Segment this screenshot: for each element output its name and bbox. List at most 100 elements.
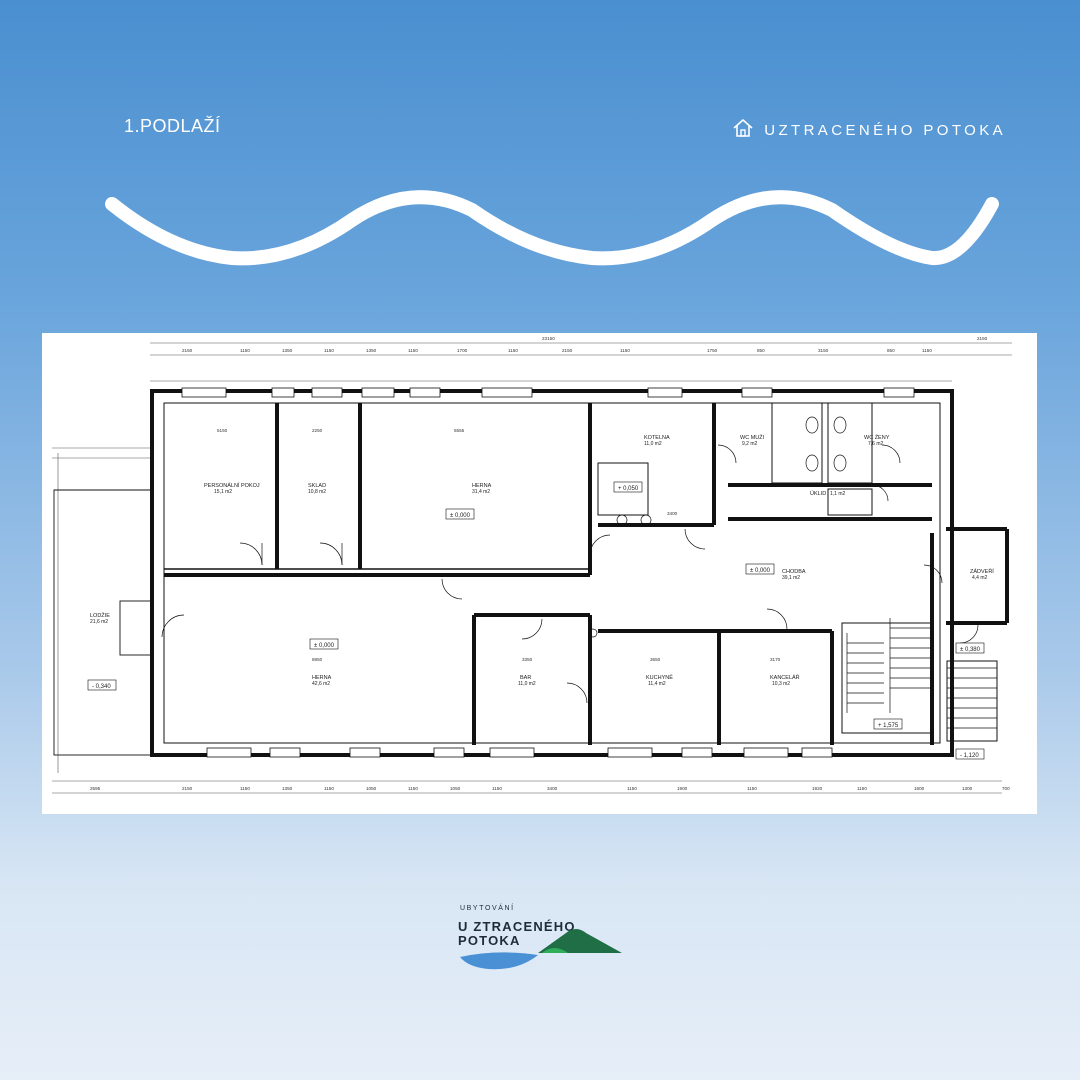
level-marker: + 0,050 bbox=[618, 486, 639, 492]
floor-plan-drawing: 23150 2150 1150 1350 1150 1350 1150 1700… bbox=[52, 336, 1012, 794]
room-area: 10,3 m2 bbox=[772, 681, 790, 687]
dim-inner: 2250 bbox=[312, 428, 323, 433]
wc-fixtures bbox=[588, 416, 847, 638]
dim-bottom: 2595 bbox=[90, 786, 101, 791]
dim-bottom: 1300 bbox=[962, 786, 973, 791]
dim-bottom: 1150 bbox=[492, 786, 502, 791]
dim-bottom: 2150 bbox=[182, 786, 193, 791]
room-area: 1,1 m2 bbox=[830, 491, 846, 497]
room-area: 15,1 m2 bbox=[214, 489, 232, 495]
dim-bottom: 1350 bbox=[282, 786, 293, 791]
dim-inner: 5150 bbox=[217, 428, 228, 433]
dim-bottom: 1150 bbox=[857, 786, 867, 791]
dim-inner: 6555 bbox=[454, 428, 465, 433]
dim-bottom: 1050 bbox=[450, 786, 461, 791]
floor-label: 1.PODLAŽÍ bbox=[124, 116, 221, 136]
doors bbox=[161, 444, 979, 704]
dim-inner: 8850 bbox=[312, 657, 323, 662]
dimension-lines bbox=[52, 342, 1012, 794]
level-marker: + 1,575 bbox=[878, 723, 899, 729]
room-name: PERSONÁLNÍ POKOJ bbox=[204, 482, 260, 489]
dim-top: 850 bbox=[757, 348, 765, 353]
dim-top: 2150 bbox=[562, 348, 573, 353]
dim-top: 2150 bbox=[977, 336, 988, 341]
dim-top: 1150 bbox=[620, 348, 630, 353]
dim-inner: 3400 bbox=[667, 511, 678, 516]
dim-top: 2150 bbox=[182, 348, 193, 353]
dim-bottom: 1920 bbox=[812, 786, 823, 791]
room-name: BAR bbox=[520, 675, 531, 681]
room-area: 11,4 m2 bbox=[648, 681, 666, 687]
house-icon bbox=[732, 118, 754, 143]
room-area: 9,2 m2 bbox=[742, 441, 758, 447]
dim-bottom: 700 bbox=[1002, 786, 1010, 791]
dim-top: 1750 bbox=[707, 348, 718, 353]
inner-wall-lines bbox=[163, 402, 998, 744]
dim-top: 1150 bbox=[240, 348, 250, 353]
brand-name: UZTRACENÉHO POTOKA bbox=[764, 122, 1006, 139]
room-area: 11,0 m2 bbox=[518, 681, 536, 687]
walls bbox=[150, 389, 1009, 757]
dim-bottom: 1900 bbox=[677, 786, 688, 791]
floor-plan: 23150 2150 1150 1350 1150 1350 1150 1700… bbox=[42, 333, 1037, 814]
dim-top: 1350 bbox=[282, 348, 293, 353]
dim-top: 3150 bbox=[818, 348, 829, 353]
dim-bottom: 1600 bbox=[914, 786, 925, 791]
dim-bottom: 3400 bbox=[547, 786, 558, 791]
dim-bottom: 1150 bbox=[324, 786, 334, 791]
room-area: 10,8 m2 bbox=[308, 489, 326, 495]
dim-inner: 3170 bbox=[770, 657, 781, 662]
level-marker: - 1,120 bbox=[960, 753, 979, 759]
room-area: 7,6 m2 bbox=[868, 441, 884, 447]
top-dimensions: 23150 2150 1150 1350 1150 1350 1150 1700… bbox=[182, 336, 988, 353]
wave-decoration bbox=[105, 190, 999, 266]
logo-line-1: U ZTRACENÉHO bbox=[458, 919, 576, 934]
room-name: KANCELÁŘ bbox=[770, 673, 800, 681]
dim-top: 1150 bbox=[324, 348, 334, 353]
dim-inner: 3350 bbox=[522, 657, 533, 662]
brand-header: UZTRACENÉHO POTOKA bbox=[732, 118, 1006, 143]
footer-logo: UBYTOVÁNÍ U ZTRACENÉHO POTOKA bbox=[458, 905, 628, 977]
inner-dimensions: 5150 2250 6555 3400 8850 3350 3650 3170 bbox=[217, 428, 781, 662]
room-name: ZÁDVEŘÍ bbox=[970, 567, 994, 575]
room-area: 21,6 m2 bbox=[90, 619, 108, 625]
level-marker: ± 0,000 bbox=[450, 513, 471, 519]
room-name: WC ŽENY bbox=[864, 433, 890, 441]
room-name: KOTELNA bbox=[644, 435, 670, 441]
level-marker: ± 0,000 bbox=[750, 568, 771, 574]
room-name: LODŽIE bbox=[90, 611, 110, 619]
logo-top-text: UBYTOVÁNÍ bbox=[460, 905, 515, 912]
dim-total: 23150 bbox=[542, 336, 555, 341]
room-area: 39,1 m2 bbox=[782, 575, 800, 581]
logo-line-2: POTOKA bbox=[458, 933, 521, 948]
dim-bottom: 1150 bbox=[747, 786, 757, 791]
room-name: CHODBA bbox=[782, 569, 806, 575]
loggia bbox=[53, 489, 153, 756]
bottom-dimensions: 2595 2150 1150 1350 1150 1050 1150 1050 … bbox=[90, 786, 1010, 791]
mountain-river-icon bbox=[460, 929, 622, 970]
dim-top: 1150 bbox=[508, 348, 518, 353]
dim-bottom: 1150 bbox=[627, 786, 637, 791]
room-labels: PERSONÁLNÍ POKOJ 15,1 m2 SKLAD 10,8 m2 H… bbox=[90, 433, 994, 687]
room-area: 4,4 m2 bbox=[972, 575, 988, 581]
dim-top: 1700 bbox=[457, 348, 468, 353]
dim-top: 850 bbox=[887, 348, 895, 353]
level-marker: - 0,340 bbox=[92, 684, 111, 690]
dim-bottom: 1050 bbox=[366, 786, 377, 791]
room-name: HERNA bbox=[312, 675, 332, 681]
dim-top: 1150 bbox=[922, 348, 932, 353]
level-markers: ± 0,000 ± 0,000 ± 0,000 + 0,050 - 0,340 … bbox=[87, 481, 985, 760]
room-area: 31,4 m2 bbox=[472, 489, 490, 495]
room-name: WC MUŽI bbox=[740, 433, 765, 441]
room-name: KUCHYNĚ bbox=[646, 673, 673, 681]
dim-top: 1350 bbox=[366, 348, 377, 353]
stairs bbox=[846, 618, 997, 729]
room-name: HERNA bbox=[472, 483, 492, 489]
room-area: 42,6 m2 bbox=[312, 681, 330, 687]
dim-bottom: 1150 bbox=[408, 786, 418, 791]
level-marker: ± 0,380 bbox=[960, 647, 981, 653]
dim-bottom: 1150 bbox=[240, 786, 250, 791]
dim-inner: 3650 bbox=[650, 657, 661, 662]
windows bbox=[181, 387, 915, 758]
dim-top: 1150 bbox=[408, 348, 418, 353]
